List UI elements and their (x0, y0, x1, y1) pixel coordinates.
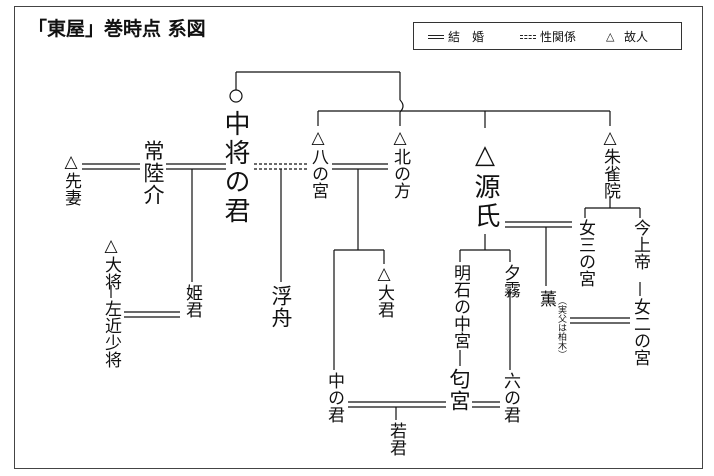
person-kinjoutei: 今上帝 (630, 219, 650, 270)
triangle-icon: △ (374, 264, 394, 284)
person-wakagimi: 若君 (386, 422, 406, 456)
triangle-icon: △ (606, 30, 615, 43)
person-label: 大君 (374, 284, 394, 318)
person-label: 源氏 (470, 173, 500, 231)
person-label: 夕霧 (500, 264, 520, 298)
triangle-icon: △ (61, 152, 81, 172)
legend: 結 婚 性関係 △ 故人 (413, 22, 682, 50)
person-nakanokimi: 中将の君 (220, 110, 250, 226)
person-nioumiya: 匂宮 (447, 368, 471, 412)
legend-deceased-label: 故人 (624, 30, 649, 44)
person-akashinochuguu: 明石の中宮 (450, 264, 470, 349)
person-label: 八の宮 (308, 148, 328, 199)
person-yugiri: 夕霧 (500, 264, 520, 298)
person-onnasannomiya: 女三の宮 (575, 219, 595, 287)
triangle-icon: △ (101, 236, 121, 256)
person-label: 女二の宮 (630, 298, 650, 366)
person-ukifune: 浮舟 (269, 285, 293, 329)
relation-line-icon (520, 35, 536, 39)
person-label: 今上帝 (630, 219, 650, 270)
person-onnaninomiya: 女二の宮 (630, 298, 650, 366)
person-suzakuin: △朱雀院 (600, 128, 620, 199)
person-label: 朱雀院 (600, 148, 620, 199)
person-label: 六の君 (500, 372, 520, 423)
kaoru-note: （実父は柏木） (556, 296, 566, 359)
person-sensai: △先妻 (61, 152, 81, 206)
person-label: 中将の君 (220, 110, 250, 226)
triangle-icon: △ (470, 140, 500, 173)
marriage-line-icon (428, 35, 444, 39)
legend-relation-label: 性関係 (540, 30, 577, 44)
legend-marriage-label: 結 婚 (448, 30, 485, 44)
person-label: 浮舟 (269, 285, 293, 329)
person-label: 北の方 (390, 148, 410, 199)
person-label: 中の君 (324, 372, 344, 423)
person-kitanokata: △北の方 (390, 128, 410, 199)
circle-icon (229, 89, 243, 103)
person-label: 大将 (101, 256, 121, 290)
person-label: 匂宮 (447, 368, 471, 412)
person-label: 姫君 (182, 284, 202, 318)
person-label: 女三の宮 (575, 219, 595, 287)
person-sakon: 左近少将 (101, 300, 121, 368)
person-hachinomiya: △八の宮 (308, 128, 328, 199)
person-label: 明石の中宮 (450, 264, 470, 349)
sibling-line (399, 99, 404, 113)
triangle-icon: △ (600, 128, 620, 148)
person-hitachinosuke: 常陸介 (141, 140, 165, 206)
person-rokunokimi: 六の君 (500, 372, 520, 423)
person-taisho: △大将 (101, 236, 121, 290)
triangle-icon: △ (308, 128, 328, 148)
person-himegimi: 姫君 (182, 284, 202, 318)
person-nakanokimi2: 中の君 (324, 372, 344, 423)
person-label: 若君 (386, 422, 406, 456)
person-genji: △源氏 (470, 140, 500, 231)
person-label: 薫 (536, 290, 556, 307)
person-label: 常陸介 (141, 140, 165, 206)
diagram-frame (14, 6, 703, 469)
diagram-title: 「東屋」巻時点 系図 (28, 18, 206, 40)
person-kaoru: 薫 (536, 290, 556, 307)
person-label: 先妻 (61, 172, 81, 206)
triangle-icon: △ (390, 128, 410, 148)
person-label: 左近少将 (101, 300, 121, 368)
person-ookimi: △大君 (374, 264, 394, 318)
